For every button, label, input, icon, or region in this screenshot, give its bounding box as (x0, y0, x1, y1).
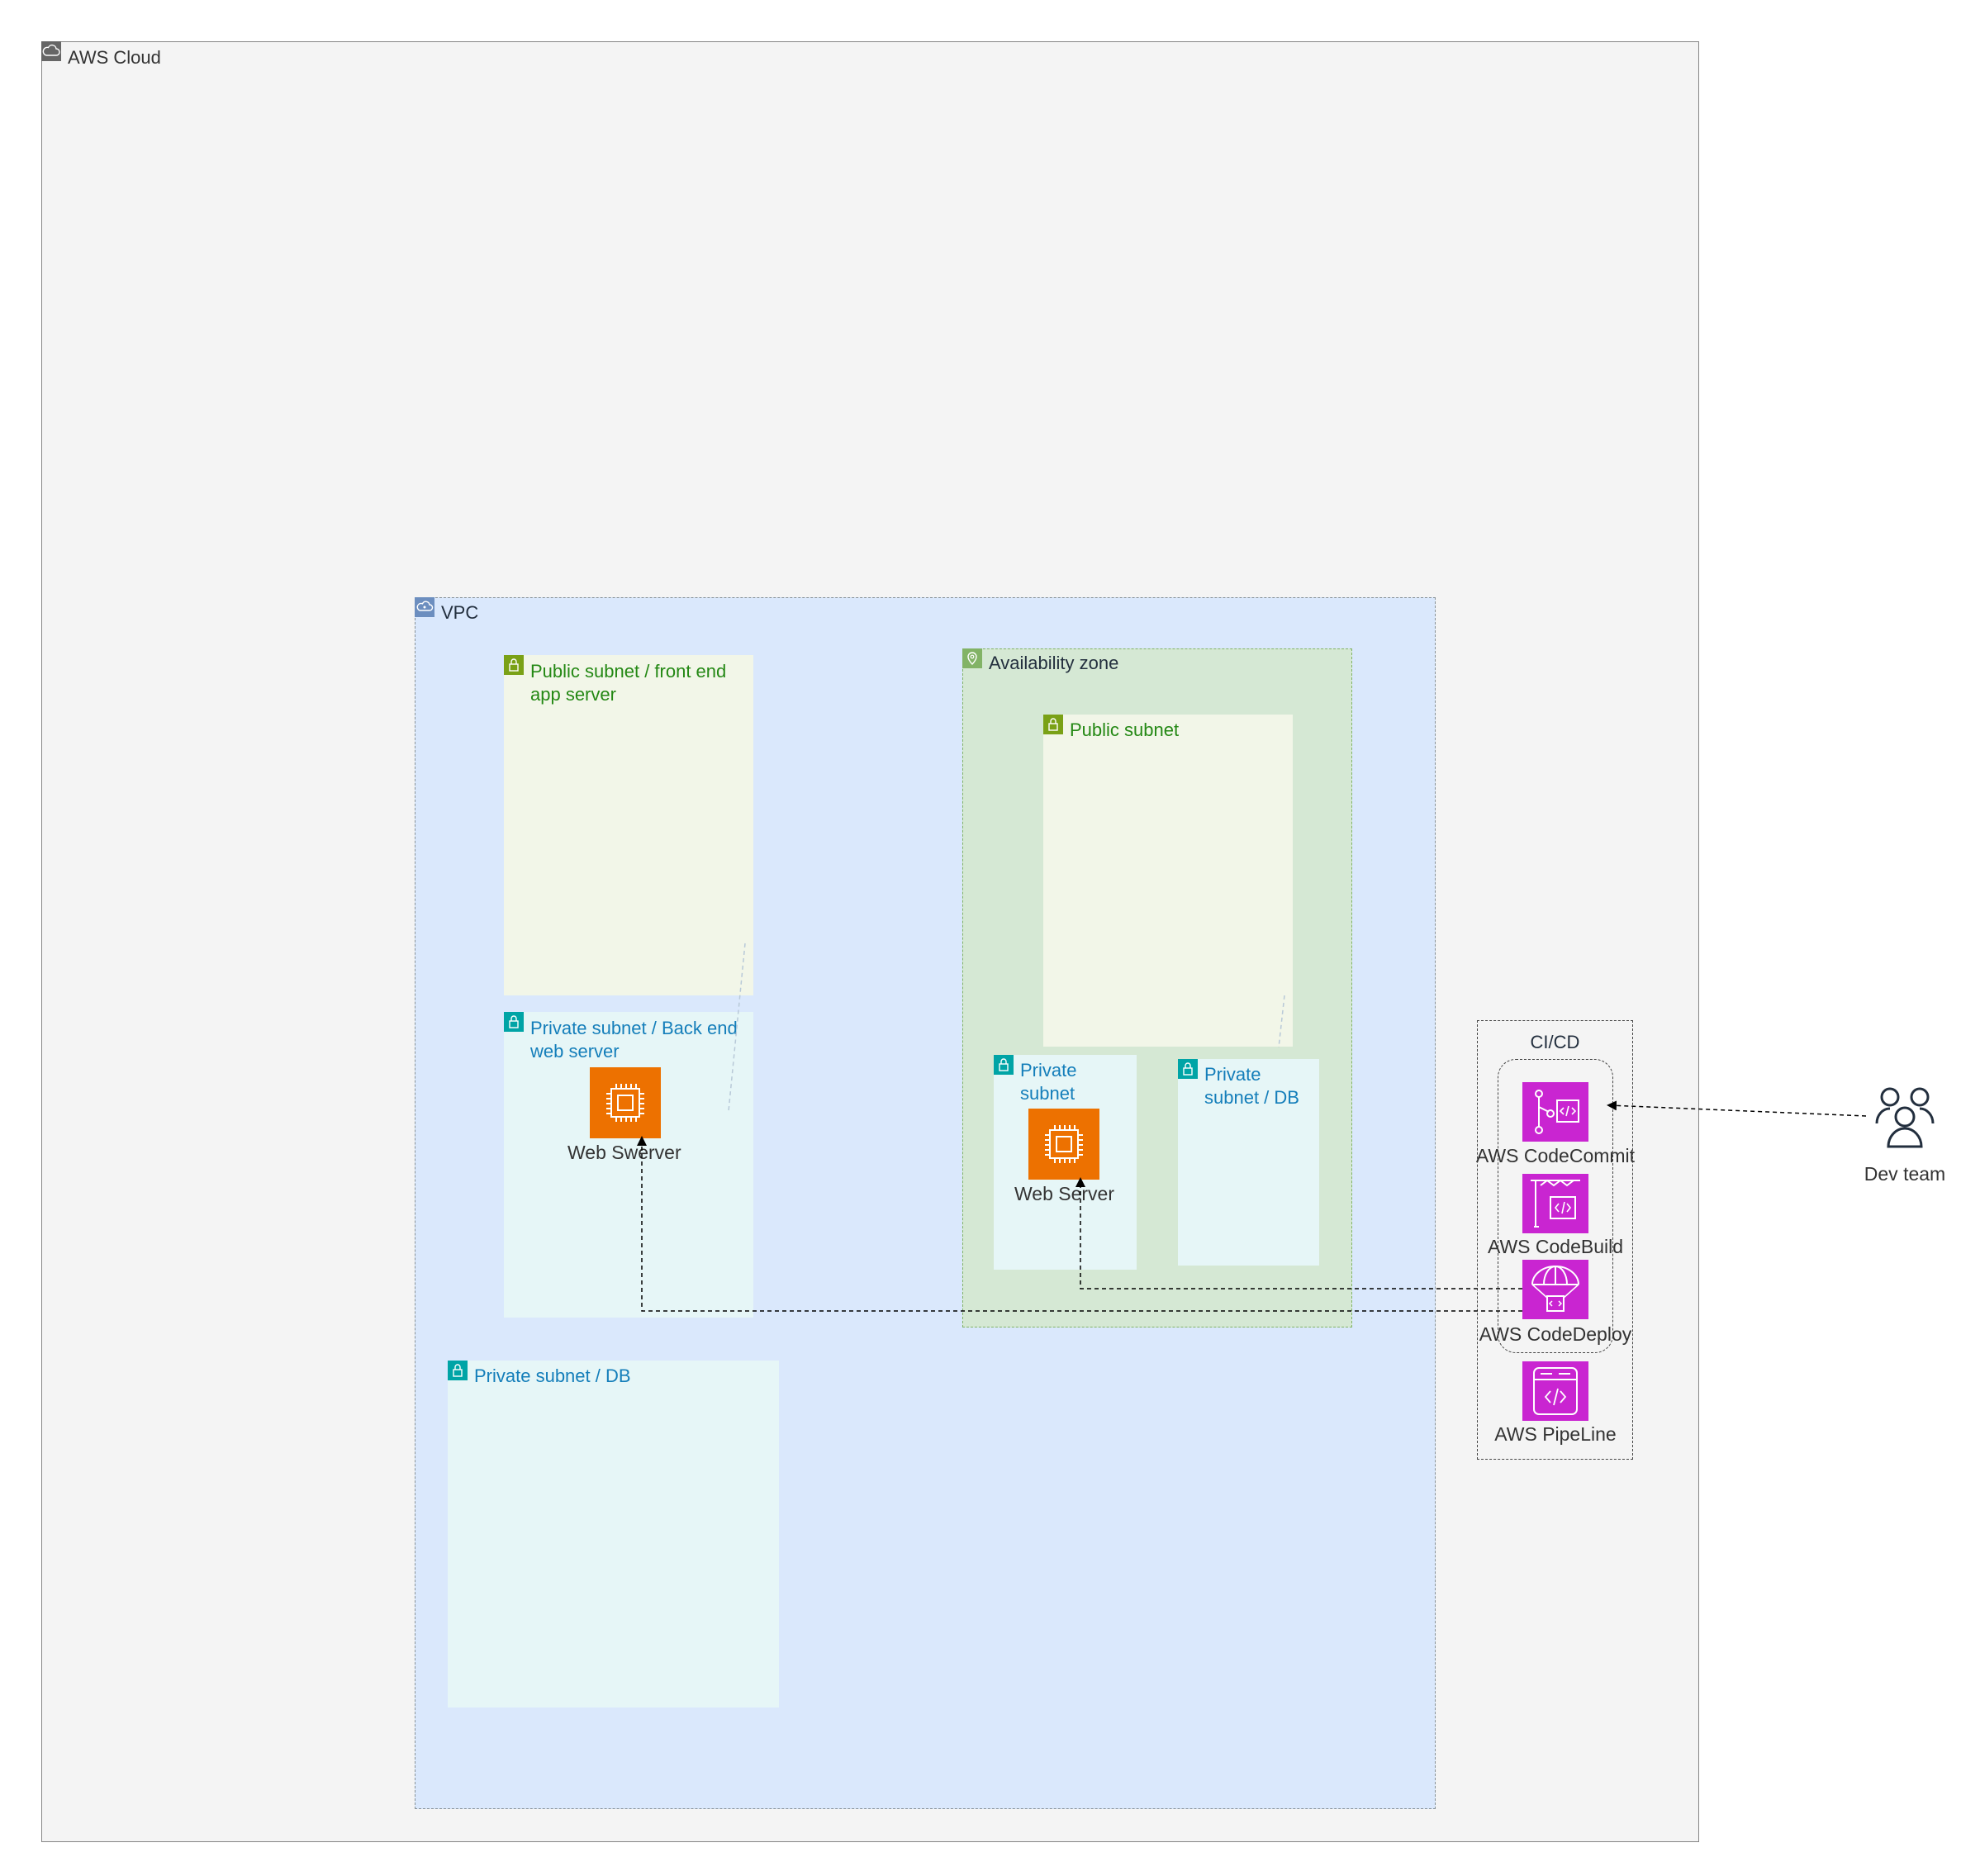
label-line-2: web server (530, 1041, 620, 1061)
public-subnet-az (1043, 715, 1293, 1047)
codepipeline-icon[interactable] (1522, 1361, 1588, 1421)
label-line-1: Private subnet / Back end (530, 1018, 738, 1038)
lock-icon (504, 655, 524, 675)
label-line-2: subnet / DB (1204, 1087, 1299, 1108)
codedeploy-icon[interactable] (1522, 1260, 1588, 1319)
codecommit-label: AWS CodeCommit (1475, 1145, 1636, 1166)
private-subnet-db-left (448, 1361, 779, 1707)
public-subnet-front-end (504, 655, 753, 995)
label-line-1: Private (1204, 1064, 1261, 1085)
private-subnet-db-az-label: Private subnet / DB (1204, 1063, 1299, 1109)
lock-icon (1178, 1059, 1198, 1079)
ec2-instance-icon[interactable] (590, 1067, 661, 1138)
private-subnet-az-label: Private subnet (1020, 1059, 1076, 1105)
lock-icon (448, 1361, 468, 1380)
label-line-1: Public subnet / front end (530, 661, 727, 682)
codecommit-icon[interactable] (1522, 1082, 1588, 1142)
public-subnet-az-label: Public subnet (1070, 720, 1180, 740)
codedeploy-label: AWS CodeDeploy (1479, 1323, 1632, 1345)
private-subnet-db-left-label: Private subnet / DB (474, 1365, 631, 1386)
availability-zone-icon (962, 648, 982, 668)
web-server-left-label: Web Swerver (567, 1142, 681, 1163)
users-icon[interactable] (1872, 1082, 1938, 1148)
lock-icon (1043, 715, 1063, 734)
lock-icon (504, 1012, 524, 1032)
availability-zone-label: Availability zone (989, 653, 1119, 673)
cloud-icon (41, 41, 61, 61)
vpc-icon (415, 597, 434, 617)
dev-team-label: Dev team (1864, 1163, 1946, 1185)
codebuild-label: AWS CodeBuild (1487, 1236, 1624, 1257)
label-line-2: app server (530, 684, 616, 705)
private-subnet-back-end-label: Private subnet / Back end web server (530, 1017, 738, 1063)
label-line-2: subnet (1020, 1083, 1075, 1104)
cicd-label: CI/CD (1530, 1032, 1580, 1052)
label-line-1: Private (1020, 1060, 1077, 1080)
web-server-right-label: Web Server (1014, 1183, 1115, 1204)
lock-icon (994, 1055, 1014, 1075)
codebuild-icon[interactable] (1522, 1174, 1588, 1233)
vpc-label: VPC (441, 602, 479, 623)
public-subnet-front-end-label: Public subnet / front end app server (530, 660, 726, 706)
codepipeline-label: AWS PipeLine (1494, 1423, 1617, 1445)
aws-cloud-label: AWS Cloud (68, 47, 161, 68)
ec2-instance-icon[interactable] (1028, 1109, 1099, 1180)
